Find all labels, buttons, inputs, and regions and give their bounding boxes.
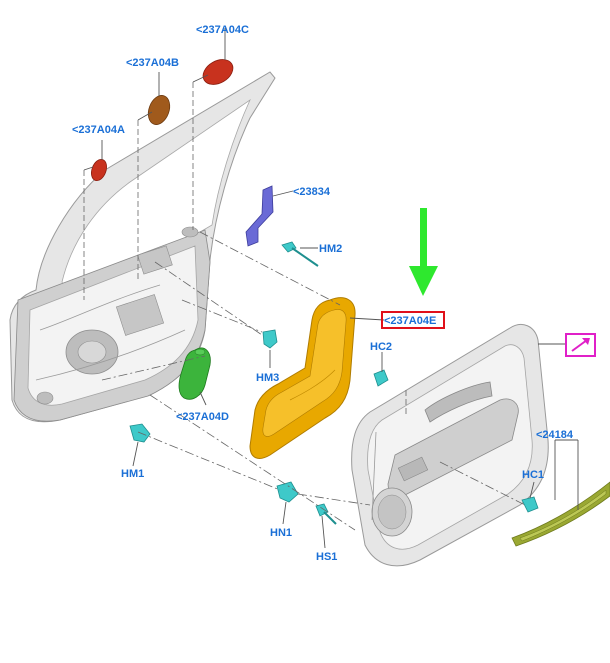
callout-237a04a[interactable]: <237A04A [72,124,125,136]
callout-hn1[interactable]: HN1 [270,527,292,539]
green-down-arrow-icon [409,208,438,296]
lower-trim-strip [511,481,610,547]
door-inner-frame [9,71,276,423]
callout-hm2[interactable]: HM2 [319,243,342,255]
callout-237a04e[interactable]: <237A04E [384,315,436,327]
clip-hs1 [315,503,337,525]
callout-hm1[interactable]: HM1 [121,468,144,480]
callout-24184[interactable]: <24184 [536,429,574,441]
highlight-box-237a04e [381,311,445,329]
bracket-23834 [245,185,274,247]
clip-hn1 [276,481,299,503]
callout-237a04b[interactable]: <237A04B [126,57,179,69]
seal-237a04c [202,59,234,85]
clip-hm3 [262,329,278,349]
clip-hc2 [373,369,389,387]
watershield [249,297,356,459]
callout-237a04c[interactable]: <237A04C [196,24,249,36]
leader-lines [83,28,579,549]
door-trim-panel [351,324,549,567]
callout-hc2[interactable]: HC2 [370,341,392,353]
seal-237a04b [147,95,171,125]
callout-hm3[interactable]: HM3 [256,372,279,384]
external-link-icon[interactable] [565,333,596,357]
callout-hc1[interactable]: HC1 [522,469,544,481]
callout-23834[interactable]: <23834 [293,186,331,198]
seal-237a04d [178,347,211,400]
clip-hm2 [281,241,319,267]
clip-hc1 [521,496,539,513]
callout-hs1[interactable]: HS1 [316,551,337,563]
callout-237a04d[interactable]: <237A04D [176,411,229,423]
